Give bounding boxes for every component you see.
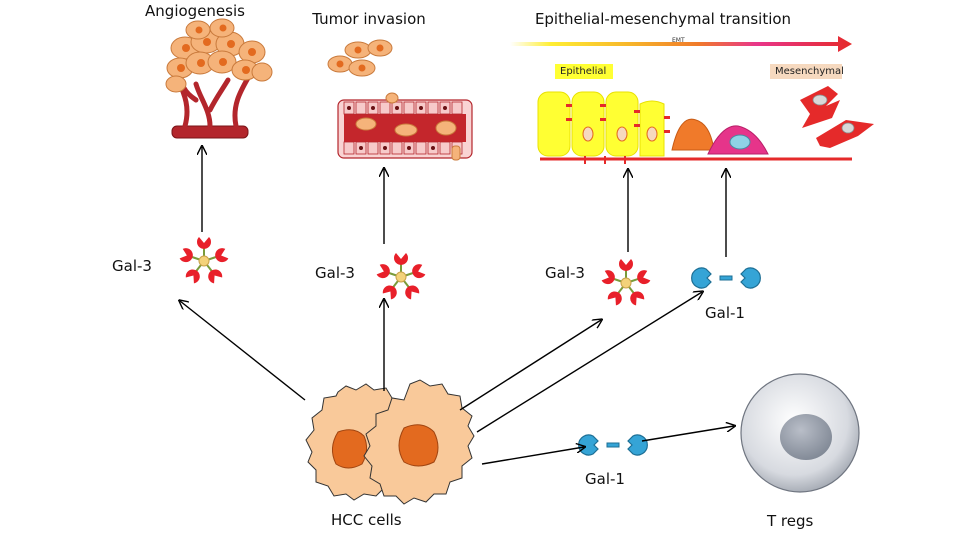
gal1-molecule-upper <box>691 267 761 289</box>
arrow-hcc-to-gal1-upper <box>476 292 702 433</box>
emt-illustration <box>510 36 874 164</box>
angiogenesis-title: Angiogenesis <box>145 2 245 20</box>
gal3-molecule-left <box>178 236 230 286</box>
angiogenesis-illustration <box>165 18 273 139</box>
emt-center-tag: EMT <box>672 37 685 44</box>
gal3-label-right: Gal-3 <box>545 264 585 282</box>
arrow-hcc-to-gal3-right <box>459 320 601 411</box>
emt-title: Epithelial-mesenchymal transition <box>534 10 792 28</box>
treg-cell <box>740 373 860 493</box>
arrow-gal1-to-treg <box>641 426 734 442</box>
gal3-molecule-mid <box>375 252 427 302</box>
epithelial-label: Epithelial <box>560 66 607 77</box>
gal3-molecule-right <box>600 258 652 308</box>
tumor-invasion-title: Tumor invasion <box>312 10 426 28</box>
hcc-cells-label: HCC cells <box>331 511 402 529</box>
hcc-cells <box>305 379 475 505</box>
gal3-label-mid: Gal-3 <box>315 264 355 282</box>
tregs-label: T regs <box>767 512 814 530</box>
arrow-hcc-to-gal1-lower <box>481 447 584 465</box>
mesenchymal-label: Mesenchymal <box>775 66 844 77</box>
gal1-label-upper: Gal-1 <box>705 304 745 322</box>
arrows <box>180 147 734 465</box>
arrow-hcc-to-gal3-left <box>180 301 306 401</box>
gal1-molecule-lower <box>578 434 648 456</box>
tumor-invasion-illustration <box>327 39 473 161</box>
emt-gradient-arrow <box>510 36 852 52</box>
gal1-label-lower: Gal-1 <box>585 470 625 488</box>
gal3-label-left: Gal-3 <box>112 257 152 275</box>
